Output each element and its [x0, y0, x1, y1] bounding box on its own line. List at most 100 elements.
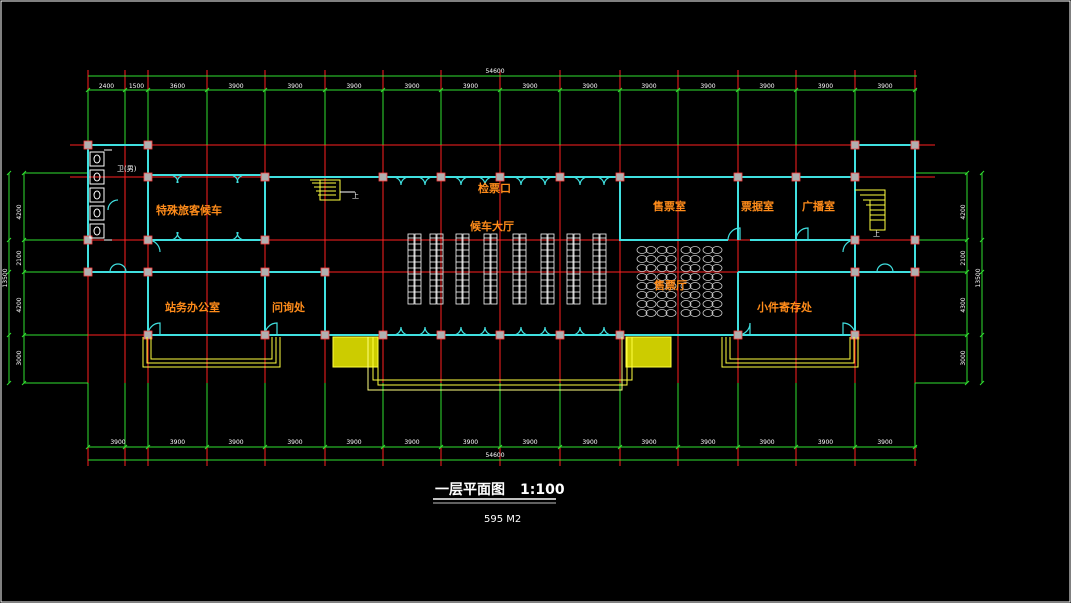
- queue-person: [711, 264, 723, 272]
- queue-person: [702, 291, 714, 299]
- seat-row: [573, 233, 581, 305]
- dim-tick: [6, 269, 12, 275]
- right-dim-1: 4200: [960, 204, 967, 219]
- queue-person: [702, 309, 714, 317]
- queue-person: [665, 291, 677, 299]
- top-dimension-label: 3900: [228, 83, 243, 90]
- queue-person: [711, 246, 723, 254]
- left-dim-2: 2100: [16, 250, 23, 265]
- room-label-inquiry: 问询处: [272, 300, 306, 314]
- left-dim-4: 3000: [16, 350, 23, 365]
- queue-person: [645, 246, 657, 254]
- column: [910, 140, 920, 150]
- top-dimension-label: 2400: [99, 83, 114, 90]
- top-dimension-label: 3900: [877, 83, 892, 90]
- queue-person: [689, 282, 701, 290]
- seat-row: [512, 233, 520, 305]
- queue-person: [702, 282, 714, 290]
- queue-person: [680, 246, 692, 254]
- column: [910, 235, 920, 245]
- column: [495, 330, 505, 340]
- bottom-dimension-label: 3900: [287, 439, 302, 446]
- queue-person: [680, 282, 692, 290]
- floor-area: 595 M2: [484, 514, 521, 525]
- room-label-ticket-storage: 票据室: [741, 199, 774, 213]
- left-dim-3: 4200: [16, 297, 23, 312]
- top-dimension-label: 3900: [818, 83, 833, 90]
- seat-row: [519, 233, 527, 305]
- seat-row: [566, 233, 574, 305]
- queue-person: [636, 273, 648, 281]
- column: [260, 235, 270, 245]
- column: [615, 330, 625, 340]
- queue-person: [665, 255, 677, 263]
- top-dimension-label: 3900: [346, 83, 361, 90]
- structural-columns: [83, 140, 920, 340]
- column: [378, 172, 388, 182]
- top-dimension-label: 3900: [522, 83, 537, 90]
- seat-row: [462, 233, 470, 305]
- seat-row: [455, 233, 463, 305]
- column: [733, 330, 743, 340]
- queue-person: [689, 291, 701, 299]
- queue-person: [665, 273, 677, 281]
- queue-person: [636, 282, 648, 290]
- dim-tick: [6, 237, 12, 243]
- seat-row: [407, 233, 415, 305]
- queue-person: [636, 246, 648, 254]
- bottom-dimension-label: 3900: [700, 439, 715, 446]
- column: [850, 267, 860, 277]
- ticket-hall-queue: [636, 246, 723, 317]
- bottom-dimension-label: 3900: [463, 439, 478, 446]
- queue-person: [645, 291, 657, 299]
- stair-left: [310, 179, 355, 201]
- queue-person: [645, 264, 657, 272]
- column: [733, 172, 743, 182]
- queue-person: [680, 255, 692, 263]
- stair-right: [855, 189, 886, 231]
- column: [850, 330, 860, 340]
- bottom-dimension-label: 3900: [404, 439, 419, 446]
- queue-person: [711, 282, 723, 290]
- queue-person: [636, 300, 648, 308]
- overall-dimension-bottom: 54600: [485, 452, 504, 459]
- column: [143, 267, 153, 277]
- column: [83, 140, 93, 150]
- seat-row: [436, 233, 444, 305]
- column: [850, 235, 860, 245]
- bottom-dimension-label: 3900: [522, 439, 537, 446]
- queue-person: [689, 264, 701, 272]
- queue-person: [665, 264, 677, 272]
- queue-person: [645, 309, 657, 317]
- top-dimension-label: 3900: [641, 83, 656, 90]
- queue-person: [656, 264, 668, 272]
- bottom-dimension-label: 3900: [582, 439, 597, 446]
- queue-person: [665, 300, 677, 308]
- column: [143, 140, 153, 150]
- room-label-ticket-gate: 检票口: [478, 181, 511, 195]
- column: [260, 330, 270, 340]
- column: [495, 172, 505, 182]
- queue-person: [680, 300, 692, 308]
- top-dimension-label: 3900: [582, 83, 597, 90]
- queue-person: [665, 282, 677, 290]
- top-dimension-label: 3900: [759, 83, 774, 90]
- queue-person: [656, 300, 668, 308]
- bottom-dimension-label: 3900: [110, 439, 125, 446]
- queue-person: [711, 273, 723, 281]
- dimension-ticks: [6, 87, 985, 450]
- queue-person: [656, 255, 668, 263]
- bottom-dimension-label: 3900: [641, 439, 656, 446]
- column: [850, 140, 860, 150]
- queue-person: [645, 255, 657, 263]
- queue-person: [636, 264, 648, 272]
- left-dim-1: 4200: [16, 204, 23, 219]
- queue-person: [636, 309, 648, 317]
- queue-person: [645, 273, 657, 281]
- waiting-hall-seats: [407, 233, 607, 305]
- dim-tick: [979, 269, 985, 275]
- top-dimension-label: 1500: [129, 83, 144, 90]
